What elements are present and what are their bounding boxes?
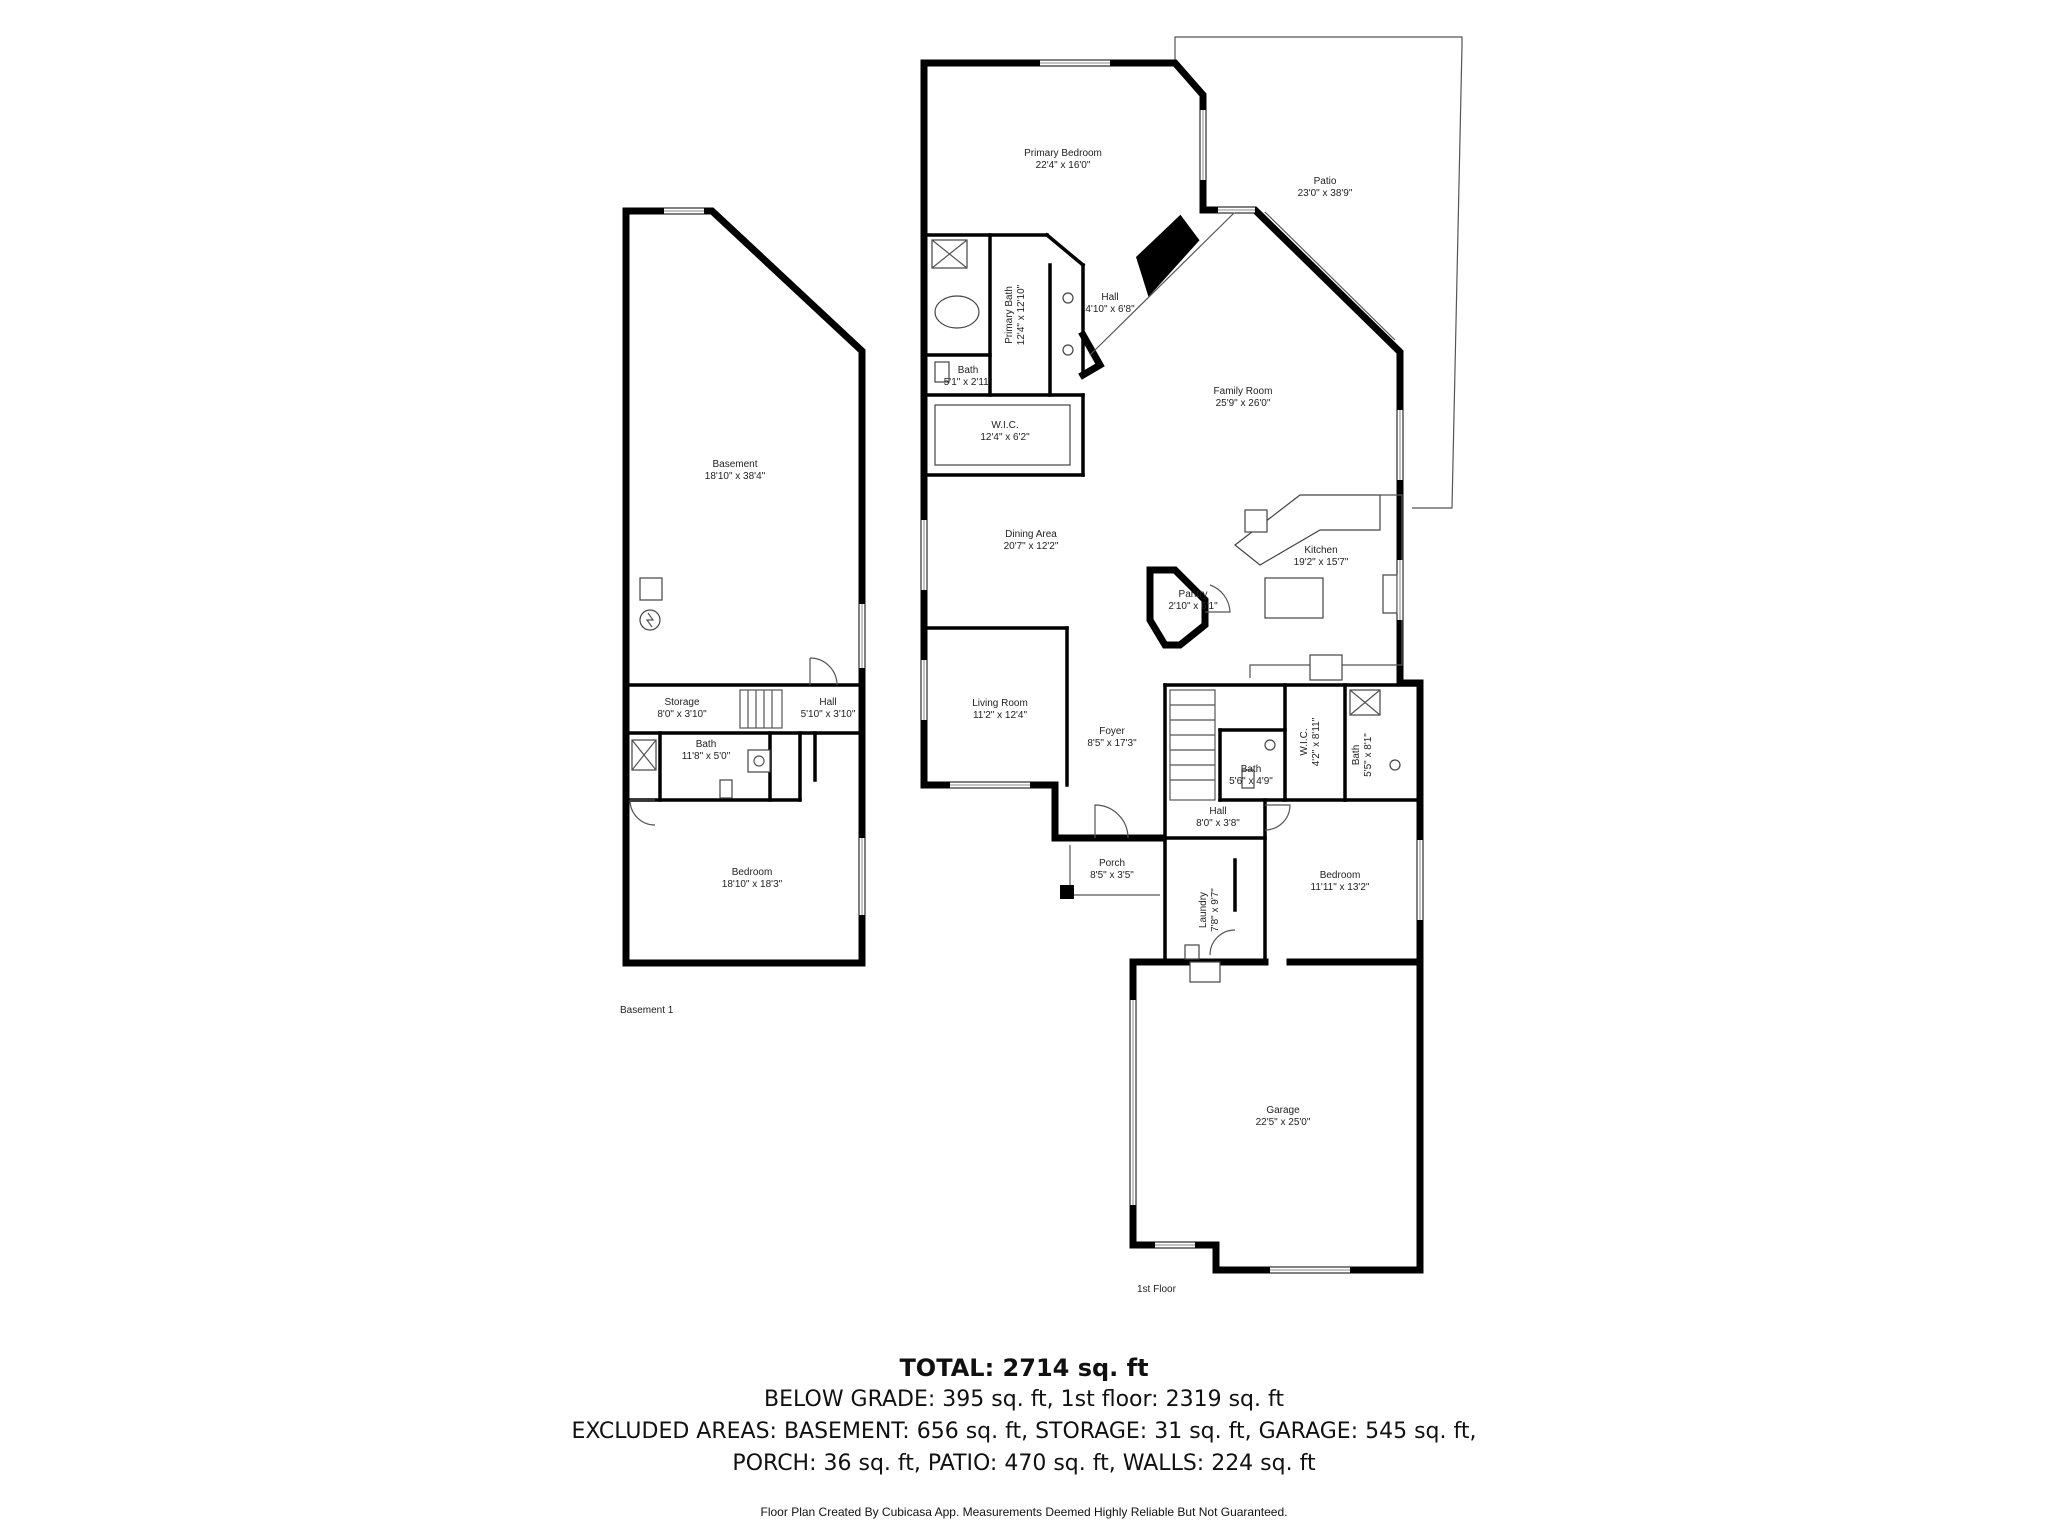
basement-stairs bbox=[739, 689, 783, 729]
first-floor-outer-wall bbox=[920, 59, 1424, 966]
primary-bedroom-name: Primary Bedroom bbox=[1024, 148, 1102, 159]
foyer-name: Foyer bbox=[1099, 726, 1125, 737]
kitchen-island bbox=[1264, 577, 1324, 619]
bathtub bbox=[934, 295, 980, 329]
bath-center-dims: 5'6" x 4'9" bbox=[1229, 776, 1273, 787]
garage-dims: 22'5" x 25'0" bbox=[1256, 1117, 1311, 1128]
bath-small-dims: 5'1" x 2'11" bbox=[944, 377, 993, 388]
patio-dims: 23'0" x 38'9" bbox=[1298, 188, 1353, 199]
family-room-dims: 25'9" x 26'0" bbox=[1216, 398, 1271, 409]
kitchen-range bbox=[1382, 574, 1398, 614]
basement-room-dims: 18'10" x 38'4" bbox=[705, 471, 766, 482]
area-breakdown-line: BELOW GRADE: 395 sq. ft, 1st floor: 2319… bbox=[764, 1387, 1284, 1412]
kitchen-back-counter bbox=[1249, 494, 1403, 678]
bath-right-dims: 5'5" x 8'1" bbox=[1363, 733, 1374, 777]
primary-bath-sink bbox=[1062, 292, 1074, 304]
garage-wall bbox=[1129, 958, 1424, 1274]
laundry-washer bbox=[1184, 944, 1200, 960]
basement-bedroom-name: Bedroom bbox=[732, 867, 773, 878]
porch-dims: 8'5" x 3'5" bbox=[1090, 870, 1134, 881]
pantry-dims: 2'10" x 6'1" bbox=[1168, 601, 1218, 612]
angled-hall-wall bbox=[1078, 330, 1105, 380]
primary-bath-name: Primary Bath bbox=[1004, 286, 1015, 344]
wic-bedroom-name: W.I.C. bbox=[1299, 728, 1310, 755]
patio-outline bbox=[1174, 36, 1463, 509]
first-floor: Primary Bedroom 22'4" x 16'0" Patio 23'0… bbox=[920, 36, 1463, 1295]
wic-shelving bbox=[934, 404, 1071, 466]
porch-post bbox=[1060, 885, 1074, 899]
hall-upper-dims: 4'10" x 6'8" bbox=[1085, 304, 1135, 315]
kitchen-sink bbox=[1244, 509, 1268, 533]
family-room-name: Family Room bbox=[1214, 386, 1273, 397]
first-floor-label: 1st Floor bbox=[1137, 1284, 1177, 1295]
basement-floor-label: Basement 1 bbox=[620, 1005, 674, 1016]
porch-name: Porch bbox=[1099, 858, 1125, 869]
garage-name: Garage bbox=[1266, 1105, 1300, 1116]
front-door-swing bbox=[1094, 804, 1129, 839]
basement-vanity bbox=[747, 749, 771, 773]
disclaimer: Floor Plan Created By Cubicasa App. Meas… bbox=[760, 1505, 1288, 1519]
refrigerator bbox=[1309, 654, 1343, 681]
excluded-areas-line-continued: PORCH: 36 sq. ft, PATIO: 470 sq. ft, WAL… bbox=[732, 1451, 1316, 1476]
laundry-name: Laundry bbox=[1198, 892, 1209, 928]
right-bath-sink bbox=[1389, 759, 1401, 771]
basement-floor: Basement 18'10" x 38'4" Storage 8'0" x 3… bbox=[620, 207, 866, 1016]
basement-bedroom-door-swing bbox=[629, 799, 656, 826]
basement-door-swing bbox=[809, 657, 838, 686]
basement-water-heater bbox=[639, 577, 663, 601]
hall-lower-name: Hall bbox=[1209, 806, 1226, 817]
basement-toilet bbox=[719, 779, 733, 799]
bedroom-dims: 11'11" x 13'2" bbox=[1311, 882, 1370, 893]
primary-bedroom-dims: 22'4" x 16'0" bbox=[1036, 160, 1091, 171]
kitchen-counter bbox=[1234, 494, 1381, 566]
basement-bath-dims: 11'8" x 5'0" bbox=[682, 751, 731, 762]
wic-primary-name: W.I.C. bbox=[991, 420, 1018, 431]
bedroom-name: Bedroom bbox=[1320, 870, 1361, 881]
family-room-angled-window bbox=[1089, 211, 1236, 356]
fireplace bbox=[1136, 214, 1200, 297]
kitchen-name: Kitchen bbox=[1304, 545, 1337, 556]
door-swing bbox=[1209, 929, 1236, 956]
hall-lower-dims: 8'0" x 3'8" bbox=[1196, 818, 1240, 829]
toilet bbox=[934, 361, 950, 383]
area-summary: TOTAL: 2714 sq. ft BELOW GRADE: 395 sq. … bbox=[0, 1352, 2048, 1480]
pantry-wall bbox=[1146, 566, 1209, 649]
basement-storage-dims: 8'0" x 3'10" bbox=[657, 709, 707, 720]
wic-bedroom-dims: 4'2" x 8'11" bbox=[1311, 717, 1322, 766]
primary-bath-dims: 12'4" x 12'10" bbox=[1016, 284, 1027, 345]
living-room-name: Living Room bbox=[972, 698, 1028, 709]
door-swing bbox=[1205, 584, 1231, 613]
basement-storage-name: Storage bbox=[664, 697, 699, 708]
water-heater bbox=[1189, 961, 1221, 983]
patio-name: Patio bbox=[1314, 176, 1337, 187]
wic-primary-dims: 12'4" x 6'2" bbox=[980, 432, 1030, 443]
dining-area-dims: 20'7" x 12'2" bbox=[1004, 541, 1059, 552]
basement-hall-dims: 5'10" x 3'10" bbox=[801, 709, 856, 720]
bath-center-name: Bath bbox=[1241, 764, 1262, 775]
bath-sink bbox=[1264, 739, 1276, 751]
basement-bedroom-dims: 18'10" x 18'3" bbox=[722, 879, 783, 890]
basement-room-name: Basement bbox=[712, 459, 757, 470]
pantry-name: Pantry bbox=[1179, 589, 1208, 600]
foyer-dims: 8'5" x 17'3" bbox=[1087, 738, 1137, 749]
basement-hall-name: Hall bbox=[819, 697, 836, 708]
dining-area-name: Dining Area bbox=[1005, 529, 1057, 540]
excluded-areas-line: EXCLUDED AREAS: BASEMENT: 656 sq. ft, ST… bbox=[571, 1419, 1477, 1444]
living-room-dims: 11'2" x 12'4" bbox=[973, 710, 1028, 721]
laundry-dims: 7'8" x 9'7" bbox=[1210, 888, 1221, 932]
kitchen-dims: 19'2" x 15'7" bbox=[1294, 557, 1349, 568]
bath-small-name: Bath bbox=[958, 365, 979, 376]
total-area: TOTAL: 2714 sq. ft bbox=[899, 1354, 1149, 1382]
door-swing bbox=[1264, 804, 1291, 831]
main-stairs bbox=[1169, 689, 1216, 801]
basement-bath-name: Bath bbox=[696, 739, 717, 750]
hall-upper-name: Hall bbox=[1101, 292, 1118, 303]
toilet bbox=[1241, 769, 1255, 789]
primary-bath-sink bbox=[1062, 344, 1074, 356]
bath-right-name: Bath bbox=[1351, 745, 1362, 766]
